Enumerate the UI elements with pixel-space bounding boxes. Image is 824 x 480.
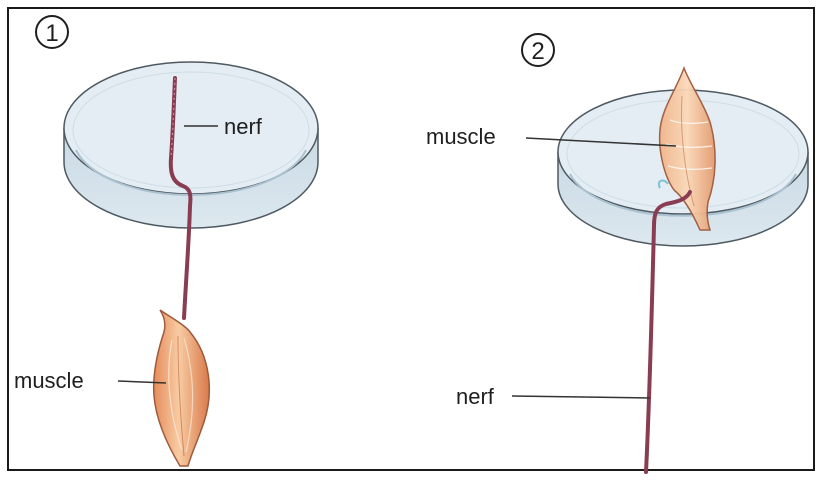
panel-1-muscle-callout: muscle bbox=[14, 368, 166, 393]
panel-1-nerf-label: nerf bbox=[224, 114, 263, 139]
panel-2-nerf-callout: nerf bbox=[456, 384, 650, 409]
panel-2-number-badge: 2 bbox=[522, 34, 554, 66]
panel-1: 1 ner bbox=[14, 16, 318, 466]
panel-2-muscle-label: muscle bbox=[426, 124, 496, 149]
panel-2: 2 mus bbox=[426, 34, 808, 472]
panel-2-nerf-label: nerf bbox=[456, 384, 495, 409]
panel-2-number: 2 bbox=[531, 38, 544, 65]
panel-1-muscle-label: muscle bbox=[14, 368, 84, 393]
muscle-1 bbox=[154, 310, 210, 466]
panel-1-number: 1 bbox=[45, 20, 58, 47]
panel-1-number-badge: 1 bbox=[36, 16, 68, 48]
